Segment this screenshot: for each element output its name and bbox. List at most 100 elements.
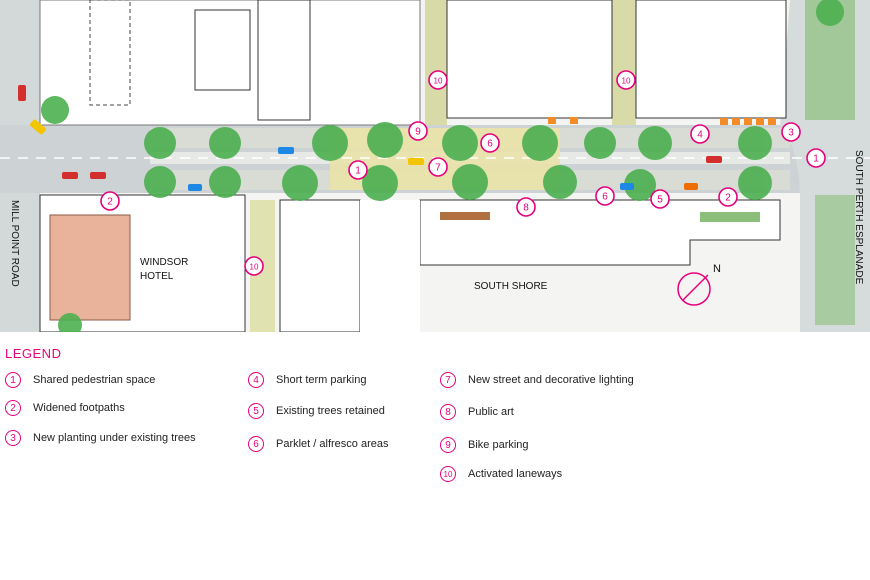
short-term-parking-bays: [548, 117, 776, 125]
legend-number-badge: 5: [248, 403, 264, 419]
building-north-2: [257, 0, 311, 121]
legend-title: LEGEND: [5, 346, 62, 361]
marker-m7: 7: [428, 157, 448, 177]
public-art-bench: [440, 212, 490, 220]
legend-label: New street and decorative lighting: [468, 374, 634, 386]
legend-item: 2 Widened footpaths: [5, 400, 125, 416]
legend-label: Public art: [468, 406, 514, 418]
north-block-centre: [446, 0, 613, 119]
marker-m4: 4: [690, 124, 710, 144]
north-arrow: N: [677, 263, 721, 306]
legend-label: Activated laneways: [468, 468, 563, 480]
legend-label: Shared pedestrian space: [33, 374, 156, 386]
street-trees-south: [144, 164, 772, 201]
legend-label: Existing trees retained: [276, 405, 385, 417]
marker-circle: [408, 121, 428, 141]
esplanade-green-south: [815, 195, 855, 325]
laneway-2: [612, 0, 636, 125]
marker-m10c: 10: [244, 256, 264, 276]
legend-item: 6 Parklet / alfresco areas: [248, 436, 389, 452]
legend-number-badge: 8: [440, 404, 456, 420]
marker-number: 10: [250, 263, 259, 272]
marker-circle: [690, 124, 710, 144]
legend-number-badge: 2: [5, 400, 21, 416]
marker-circle: [100, 191, 120, 211]
marker-number: 1: [813, 154, 819, 165]
marker-number: 2: [107, 197, 113, 208]
marker-m9: 9: [408, 121, 428, 141]
cars: [18, 85, 722, 191]
south-shore-forecourt: [360, 200, 420, 332]
marker-number: 2: [725, 193, 731, 204]
legend-item: 9 Bike parking: [440, 437, 529, 453]
north-label: N: [713, 263, 721, 275]
marker-number: 10: [434, 77, 443, 86]
marker-circle: [348, 160, 368, 180]
legend-number-badge: 4: [248, 372, 264, 388]
marker-number: 7: [435, 163, 441, 174]
legend-item: 7 New street and decorative lighting: [440, 372, 634, 388]
marker-m10b: 10: [616, 70, 636, 90]
marker-m6a: 6: [480, 133, 500, 153]
marker-number: 9: [415, 127, 421, 138]
legend-item: 3 New planting under existing trees: [5, 430, 196, 446]
legend-item: 8 Public art: [440, 404, 514, 420]
marker-number: 6: [602, 192, 608, 203]
marker-circle: [428, 70, 448, 90]
site-plan-map: WINDSOR HOTEL SOUTH SHORE MILL POINT ROA…: [0, 0, 870, 332]
legend-label: New planting under existing trees: [33, 432, 196, 444]
marker-m1a: 1: [348, 160, 368, 180]
legend-item: 4 Short term parking: [248, 372, 366, 388]
marker-number: 6: [487, 139, 493, 150]
marker-number: 10: [622, 77, 631, 86]
marker-m8: 8: [516, 197, 536, 217]
legend-number-badge: 10: [440, 466, 456, 482]
legend-label: Parklet / alfresco areas: [276, 438, 389, 450]
legend-number-badge: 9: [440, 437, 456, 453]
plan-markers: 1 1 2 2 3 4 5 6 6 7 8 9 10 10 10: [100, 70, 826, 276]
marker-number: 3: [788, 128, 794, 139]
legend-number-badge: 1: [5, 372, 21, 388]
road-north-west: [0, 0, 60, 130]
legend-number-badge: 6: [248, 436, 264, 452]
windsor-hotel-label-2: HOTEL: [140, 271, 174, 282]
marker-circle: [650, 189, 670, 209]
windsor-hotel-label-1: WINDSOR: [140, 257, 188, 268]
marker-m2a: 2: [100, 191, 120, 211]
laneway-1: [425, 0, 447, 125]
marker-m3: 3: [781, 122, 801, 142]
dashed-building: [89, 0, 131, 106]
legend-label: Bike parking: [468, 439, 529, 451]
legend-item: 5 Existing trees retained: [248, 403, 385, 419]
marker-m10a: 10: [428, 70, 448, 90]
legend-label: Widened footpaths: [33, 402, 125, 414]
north-block-east: [635, 0, 787, 119]
marker-circle: [595, 186, 615, 206]
mill-point-road-label: MILL POINT ROAD: [9, 200, 20, 287]
marker-circle: [718, 187, 738, 207]
south-shore-label: SOUTH SHORE: [474, 281, 548, 292]
marker-m5: 5: [650, 189, 670, 209]
marker-circle: [781, 122, 801, 142]
street-trees-north: [144, 122, 772, 161]
windsor-hotel-roof: [49, 214, 131, 321]
legend-number-badge: 7: [440, 372, 456, 388]
building-north-1: [194, 9, 251, 91]
marker-number: 8: [523, 203, 529, 214]
marker-m6b: 6: [595, 186, 615, 206]
marker-circle: [480, 133, 500, 153]
marker-m2b: 2: [718, 187, 738, 207]
building-south-1: [279, 199, 361, 332]
other-trees: [41, 0, 844, 332]
marker-number: 1: [355, 166, 361, 177]
planter-bed: [700, 212, 760, 222]
legend-item: 1 Shared pedestrian space: [5, 372, 155, 388]
marker-circle: [428, 157, 448, 177]
marker-circle: [806, 148, 826, 168]
marker-number: 5: [657, 195, 663, 206]
legend-label: Short term parking: [276, 374, 367, 386]
legend-number-badge: 3: [5, 430, 21, 446]
marker-circle: [616, 70, 636, 90]
esplanade-label: SOUTH PERTH ESPLANADE: [853, 150, 864, 285]
legend-item: 10 Activated laneways: [440, 466, 562, 482]
